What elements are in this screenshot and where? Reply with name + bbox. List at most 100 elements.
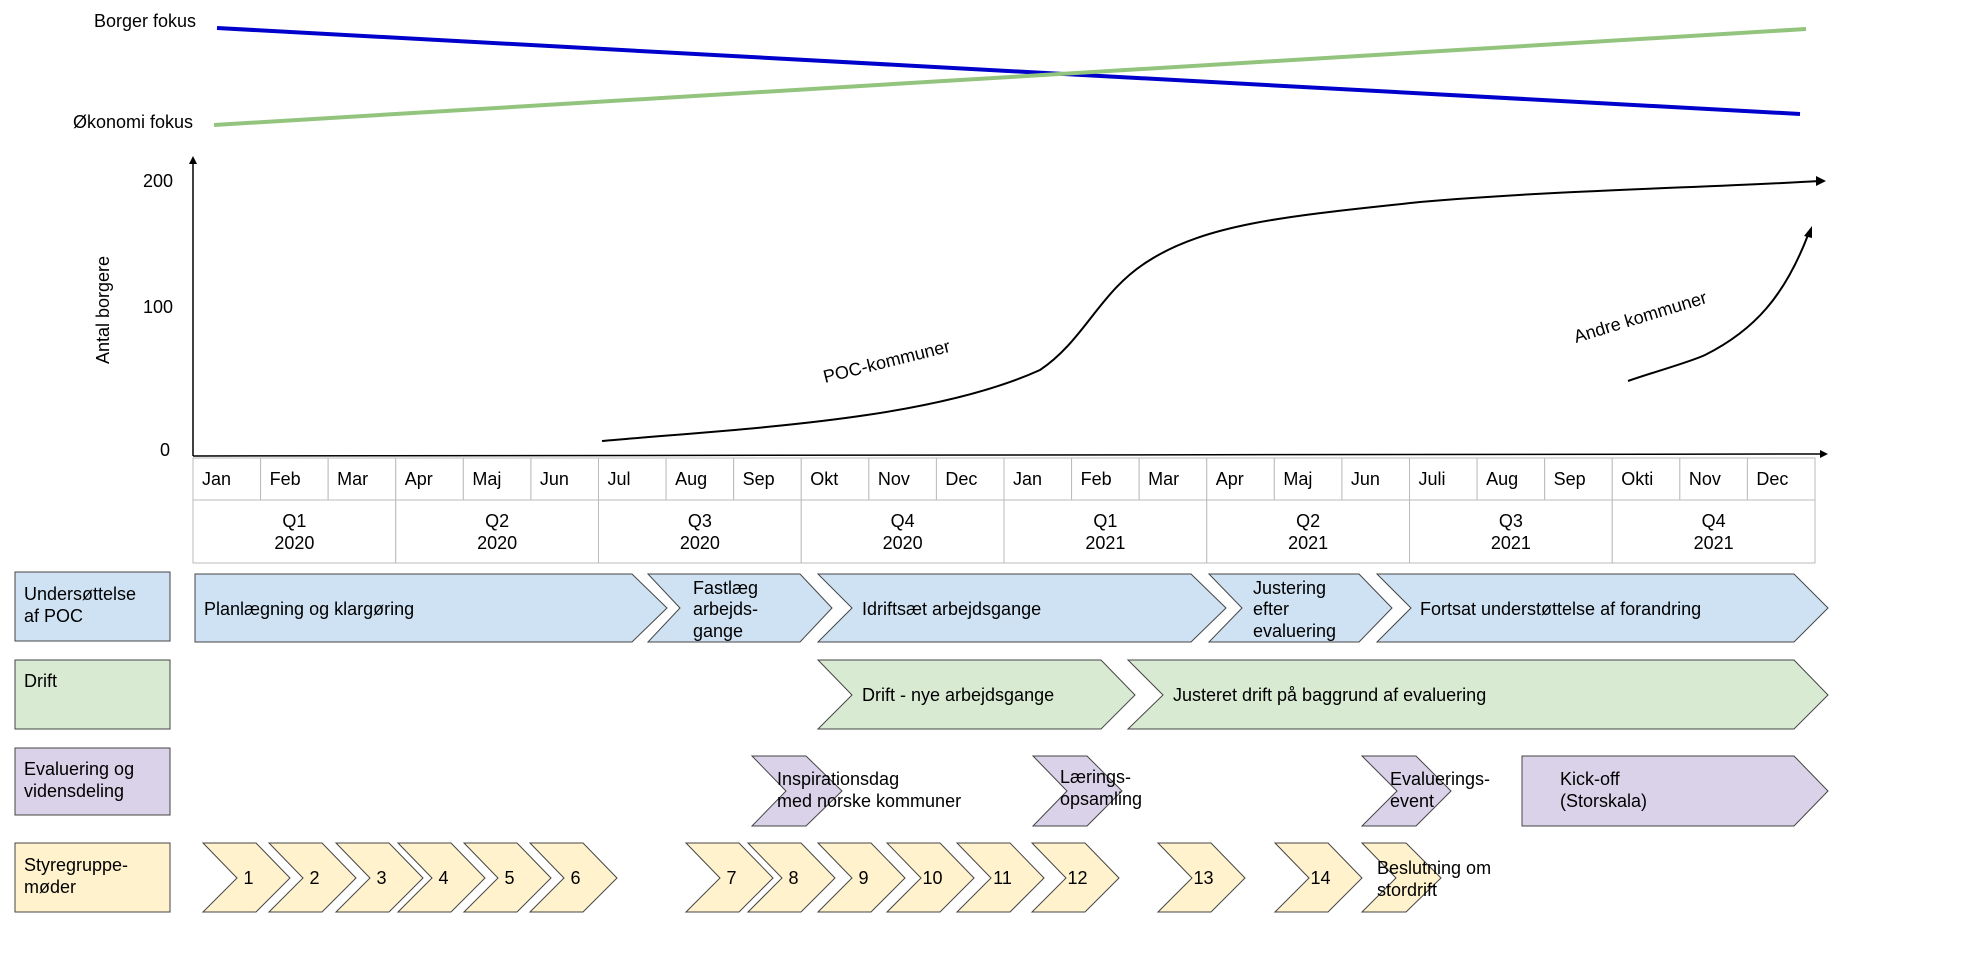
lane-header-eval: Evaluering og vidensdeling [14,747,171,816]
eval-chevron [1360,755,1452,827]
month-label: Feb [270,469,301,489]
chevron-label: Evaluerings- [1390,769,1490,789]
styre-chevron [885,842,975,913]
support-chevron [646,573,833,643]
month-label: Aug [675,469,707,489]
eval-chevron [750,755,843,827]
y-tick-label: 0 [160,440,170,460]
meeting-number: 1 [243,868,253,888]
month-label: Sep [1554,469,1586,489]
lane-title-line: Drift [24,671,57,691]
month-label: Feb [1081,469,1112,489]
lane-title-line: Styregruppe- [24,855,128,875]
chevron-label: opsamling [1060,789,1142,809]
poc-kommuner-label: POC-kommuner [821,336,952,387]
y-tick-label: 200 [143,171,173,191]
month-cell [935,457,1005,501]
lane-header-drift: Drift [14,659,171,730]
lane-title-line: Evaluering og [24,759,134,779]
eval-chevron [1031,755,1123,827]
month-cell [665,457,735,501]
month-cell [800,457,870,501]
chevron-label: Idriftsæt arbejdsgange [862,599,1041,619]
styre-chevron [528,842,618,913]
support-chevron [816,573,1227,643]
okonomi-focus-line [213,27,1807,127]
styre-chevron [462,842,552,913]
quarter-cell [1409,499,1613,564]
chevron-label: arbejds- [693,599,758,619]
month-label: Jul [608,469,631,489]
month-cell [1003,457,1073,501]
poc-kommuner-curve [601,180,1821,442]
lane-title-line: Undersøttelse [24,584,136,604]
drift-lane: Drift - nye arbejdsgange Justeret drift … [816,659,1829,730]
quarter-label: Q3 [1499,511,1523,531]
chevron-label: med norske kommuner [777,791,961,811]
borger-focus-line [216,26,1801,116]
quarter-year: 2020 [883,533,923,553]
meeting-number: 5 [504,868,514,888]
lane-title-line: møder [24,877,76,897]
chevron-label: Drift - nye arbejdsgange [862,685,1054,705]
month-label: Apr [1216,469,1244,489]
quarter-label: Q1 [1093,511,1117,531]
poc-curve-arrowhead [1816,176,1826,186]
month-cell [192,457,262,501]
meeting-number: 14 [1310,868,1330,888]
quarter-label: Q3 [688,511,712,531]
support-lane: Planlægning og klargøring Fastlæg arbejd… [194,573,1829,643]
month-cell [1206,457,1275,501]
okonomi-focus-label: Økonomi fokus [73,112,193,132]
drift-chevron [816,659,1136,730]
lane-headers: Undersøttelse af POC Drift Evaluering og… [14,571,171,913]
chevron-label: gange [693,621,743,641]
x-axis [192,453,1823,457]
month-label: Apr [405,469,433,489]
y-tick-label: 100 [143,297,173,317]
quarter-row: Q12020Q22020Q32020Q42020Q12021Q22021Q320… [192,499,1816,564]
styre-chevron [684,842,774,913]
quarter-cell [800,499,1005,564]
meeting-number: 6 [570,868,580,888]
support-chevron [1207,573,1393,643]
lane-title-line: af POC [24,606,83,626]
support-chevron [194,573,668,643]
month-label: Aug [1486,469,1518,489]
quarter-year: 2021 [1694,533,1734,553]
quarter-cell [1206,499,1410,564]
month-label: Juli [1419,469,1446,489]
lane-header-styre: Styregruppe- møder [14,842,171,913]
meeting-number: 10 [922,868,942,888]
andre-curve-arrowhead [1804,226,1812,238]
month-label: Dec [1756,469,1788,489]
meeting-number: 3 [376,868,386,888]
month-label: Sep [743,469,775,489]
month-label: Okti [1621,469,1653,489]
quarter-year: 2021 [1085,533,1125,553]
chevron-label: efter [1253,599,1289,619]
month-label: Mar [337,469,368,489]
lane-header-support: Undersøttelse af POC [14,571,171,642]
styre-chevron [1156,842,1246,913]
month-cell [1746,457,1816,501]
meeting-number: 4 [438,868,448,888]
quarter-cell [192,499,397,564]
meeting-number: 9 [858,868,868,888]
y-axis-label: Antal borgere [93,256,113,364]
styre-decision: Beslutning om stordrift [1360,842,1491,913]
meeting-number: 2 [309,868,319,888]
month-label: Maj [1283,469,1312,489]
month-cell [1544,457,1613,501]
styre-chevron [955,842,1045,913]
month-cell [1409,457,1478,501]
meeting-number: 8 [788,868,798,888]
eval-chevron [1521,755,1829,827]
chevron-label: evaluering [1253,621,1336,641]
quarter-cell [1003,499,1208,564]
styre-chevron [1030,842,1120,913]
eval-lane: Inspirationsdag med norske kommuner Læri… [750,755,1829,827]
